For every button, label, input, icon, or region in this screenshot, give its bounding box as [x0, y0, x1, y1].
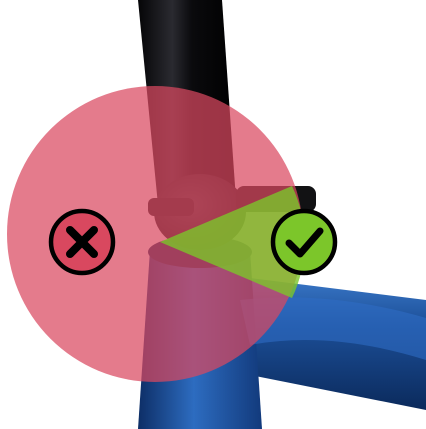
- check-icon: [273, 211, 335, 273]
- cross-icon: [51, 211, 113, 273]
